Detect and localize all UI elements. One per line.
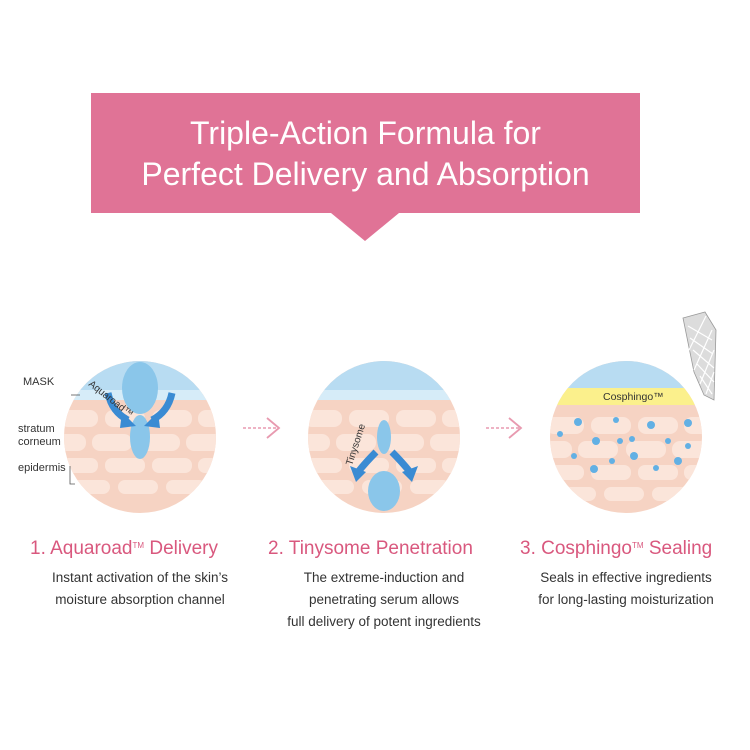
step-2-description: The extreme-induction and penetrating se… [268, 567, 500, 633]
stratum-corneum-label: stratum corneum [18, 423, 61, 449]
step-2-title: 2. Tinysome Penetration [268, 538, 473, 560]
chevron-right-icon [243, 417, 281, 439]
aquaroad-diagram: Aquaroad™ [64, 361, 216, 513]
banner-title: Triple-Action Formula for Perfect Delive… [91, 113, 640, 195]
tinysome-diagram: Tinysome [308, 361, 460, 513]
step-1-desc-line: Instant activation of the skin’s [51, 570, 229, 585]
banner-title-line1: Triple-Action Formula for [190, 115, 541, 151]
step-1-action: Delivery [149, 538, 218, 559]
step-1-tm: TM [132, 541, 145, 550]
cosphingo-diagram: Cosphingo™ [550, 361, 702, 513]
tinysome-particle [368, 471, 400, 511]
step-3-name: Cosphingo [541, 538, 632, 559]
mask-label: MASK [23, 376, 55, 388]
moisture-dots [557, 417, 692, 473]
banner-title-line2: Perfect Delivery and Absorption [141, 156, 590, 192]
step-3-description: Seals in effective ingredients for long-… [512, 567, 740, 611]
step-2-number: 2. [268, 538, 284, 559]
epidermis-label: epidermis [18, 462, 66, 474]
step-3-action: Sealing [648, 538, 713, 559]
step-2-desc-line: penetrating serum allows [308, 592, 460, 607]
step-1-desc-line: moisture absorption channel [55, 592, 225, 607]
step-1-title: 1. AquaroadTM Delivery [30, 538, 218, 560]
serum-droplet [122, 362, 158, 414]
cosphingo-label: Cosphingo™ [603, 391, 664, 403]
stratum-label-line2: corneum [18, 436, 61, 448]
tinysome-particle [377, 420, 391, 454]
step-1-number: 1. [30, 538, 46, 559]
step-1-description: Instant activation of the skin’s moistur… [24, 567, 256, 611]
step-1-name: Aquaroad [50, 538, 133, 559]
step-3-number: 3. [520, 538, 536, 559]
serum-droplet [130, 415, 150, 459]
step-3-title: 3. CosphingoTM Sealing [520, 538, 712, 560]
sealing-layer [550, 388, 702, 405]
chevron-right-icon [486, 417, 523, 439]
step-3-tm: TM [631, 541, 644, 550]
epidermis-bracket [69, 466, 75, 485]
banner-shape [91, 93, 640, 241]
step-2-desc-line: The extreme-induction and [303, 570, 465, 585]
step-2-name: Tinysome Penetration [288, 538, 473, 559]
stratum-label-line1: stratum [18, 423, 55, 435]
skin-diagram: Aquaroad™ Tinysome [64, 311, 717, 513]
title-banner: Triple-Action Formula for Perfect Delive… [91, 93, 640, 241]
mask-sheet-icon [682, 311, 717, 401]
step-3-desc-line: for long-lasting moisturization [538, 592, 714, 607]
step-2-desc-line: full delivery of potent ingredients [287, 614, 481, 629]
step-3-desc-line: Seals in effective ingredients [540, 570, 712, 585]
